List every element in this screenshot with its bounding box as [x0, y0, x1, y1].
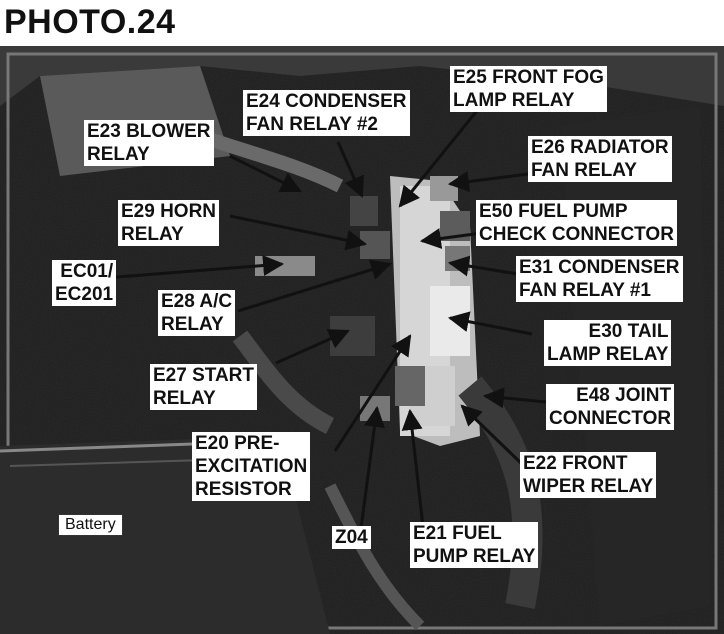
label-e20-pre-excitation-resistor: E20 PRE- EXCITATION RESISTOR	[192, 432, 311, 501]
label-e30-tail-lamp-relay: E30 TAIL LAMP RELAY	[544, 320, 672, 366]
photo-title: PHOTO.24	[4, 3, 176, 41]
label-e24-condenser-fan-relay-2: E24 CONDENSER FAN RELAY #2	[243, 90, 410, 136]
label-e31-condenser-fan-relay-1: E31 CONDENSER FAN RELAY #1	[516, 256, 683, 302]
label-e27-start-relay: E27 START RELAY	[150, 364, 258, 410]
label-z04: Z04	[332, 526, 371, 549]
label-e26-radiator-fan-relay: E26 RADIATOR FAN RELAY	[528, 136, 672, 182]
label-e50-fuel-pump-check-connector: E50 FUEL PUMP CHECK CONNECTOR	[476, 200, 677, 246]
label-e22-front-wiper-relay: E22 FRONT WIPER RELAY	[520, 452, 657, 498]
label-e25-front-fog-lamp-relay: E25 FRONT FOG LAMP RELAY	[450, 66, 607, 112]
label-e21-fuel-pump-relay: E21 FUEL PUMP RELAY	[410, 522, 539, 568]
label-ec01-ec201: EC01/ EC201	[52, 260, 117, 306]
label-battery: Battery	[58, 514, 123, 536]
engine-bay-photo: E23 BLOWER RELAY E24 CONDENSER FAN RELAY…	[0, 46, 724, 634]
label-e23-blower-relay: E23 BLOWER RELAY	[84, 120, 214, 166]
label-e29-horn-relay: E29 HORN RELAY	[118, 200, 220, 246]
label-e48-joint-connector: E48 JOINT CONNECTOR	[546, 384, 675, 430]
label-e28-ac-relay: E28 A/C RELAY	[158, 290, 236, 336]
